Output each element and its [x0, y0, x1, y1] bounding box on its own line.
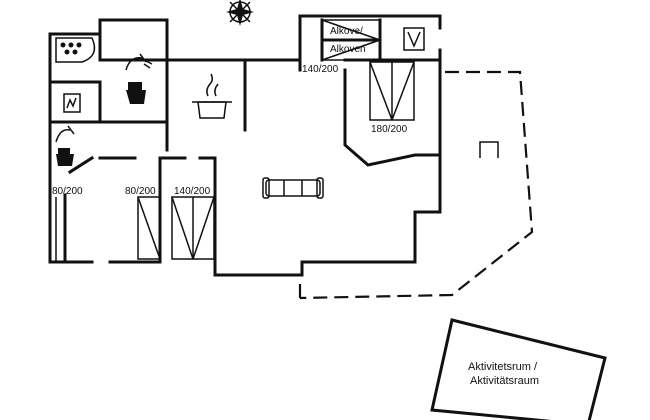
toilet-icon [56, 148, 74, 166]
bed-alcove-label: 140/200 [302, 64, 339, 75]
bed-main-label: 180/200 [371, 124, 408, 135]
activity-label: Aktivitetsrum / [468, 361, 538, 373]
bed-icon [55, 19, 415, 262]
bed-mid2-label: 140/200 [174, 186, 211, 197]
shower-icon [125, 53, 153, 71]
shower-icon [55, 125, 75, 143]
activity-room [430, 318, 607, 420]
jacuzzi-icon [55, 37, 96, 63]
toilet-icon [126, 82, 146, 104]
bed-mid1-label: 80/200 [125, 186, 156, 197]
alcove-label: Alkove/ [330, 26, 363, 37]
activity-label-2: Aktivitätsraum [470, 375, 539, 387]
sofa-icon [262, 177, 324, 199]
sauna-icon [63, 93, 81, 113]
cooking-pot-icon [192, 73, 232, 119]
bed-left-label: 80/200 [52, 186, 83, 197]
interior-walls [48, 18, 442, 264]
exterior-walls [48, 14, 442, 277]
dishwasher-icon [403, 27, 425, 51]
compass-icon [226, 0, 254, 26]
terrace-outline [298, 70, 534, 300]
alcove-label-2: Alkoven [330, 44, 366, 55]
